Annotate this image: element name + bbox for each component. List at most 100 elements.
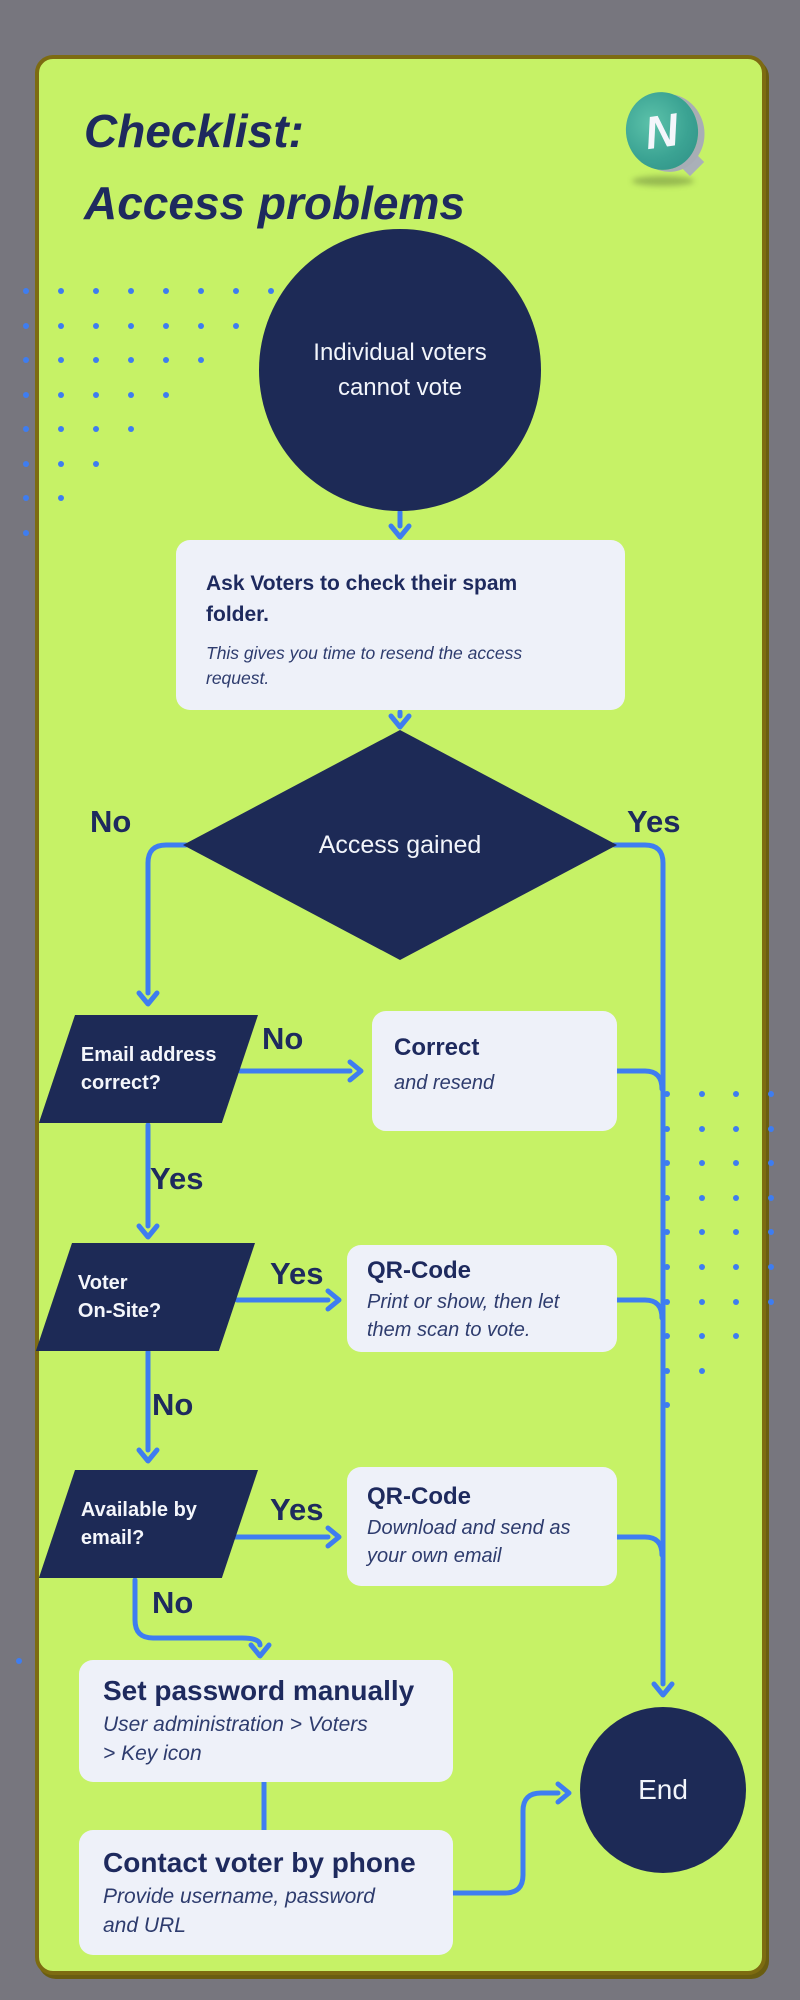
dot-pattern-right bbox=[698, 1091, 705, 1097]
start-node: Individual voters cannot vote bbox=[259, 229, 541, 511]
contact-voter-box: Contact voter by phone Provide username,… bbox=[79, 1830, 453, 1955]
dot-pattern-right bbox=[664, 1298, 670, 1305]
dot-pattern-right bbox=[698, 1264, 705, 1270]
set-password-subtitle: User administration > Voters > Key icon bbox=[103, 1713, 368, 1765]
dot-pattern-left bbox=[58, 288, 64, 294]
logo-shadow bbox=[632, 176, 694, 186]
dot-pattern-right bbox=[733, 1298, 740, 1305]
contact-voter-title: Contact voter by phone bbox=[103, 1847, 416, 1878]
dot-pattern-left bbox=[23, 288, 29, 294]
qr-code-onsite-title: QR-Code bbox=[367, 1257, 471, 1284]
dot-pattern-left bbox=[93, 460, 99, 467]
dot-pattern-right bbox=[664, 1160, 670, 1167]
dot-pattern-left bbox=[23, 495, 29, 501]
correct-resend-box: Correct and resend bbox=[372, 1011, 617, 1131]
dot-pattern-left bbox=[128, 391, 134, 398]
dot-pattern-right bbox=[664, 1194, 670, 1201]
dot-pattern-left bbox=[23, 460, 29, 467]
email-correct-yes-label: Yes bbox=[150, 1161, 204, 1196]
dot-pattern-left bbox=[128, 322, 134, 329]
brand-logo-icon: N bbox=[619, 86, 708, 188]
qr-code-email-box: QR-Code Download and send as your own em… bbox=[347, 1467, 617, 1586]
dot-pattern-left bbox=[233, 288, 239, 294]
dot-pattern-left bbox=[58, 460, 64, 467]
dot-pattern-left bbox=[163, 288, 169, 294]
dot-pattern-right bbox=[664, 1333, 670, 1340]
dot-pattern-left bbox=[198, 322, 204, 329]
available-email-yes-label: Yes bbox=[270, 1492, 324, 1527]
dot-pattern-left bbox=[93, 322, 99, 329]
dot-pattern-left bbox=[58, 426, 64, 432]
dot-pattern-left bbox=[233, 322, 239, 329]
decision-voter-onsite-label: Voter On-Site? bbox=[77, 1272, 162, 1322]
access-gained-no-label: No bbox=[90, 804, 132, 839]
dot-pattern-right bbox=[767, 1125, 774, 1132]
dot-pattern-left bbox=[23, 426, 29, 432]
dot-pattern-right bbox=[698, 1160, 705, 1167]
spam-folder-box: Ask Voters to check their spam folder. T… bbox=[176, 540, 625, 710]
dot-pattern-left bbox=[268, 288, 274, 294]
contact-voter-subtitle: Provide username, password and URL bbox=[103, 1885, 375, 1937]
spam-folder-title: Ask Voters to check their spam folder. bbox=[206, 572, 518, 626]
dot-pattern-right bbox=[733, 1194, 740, 1201]
dot-pattern-right bbox=[733, 1264, 740, 1270]
dot-pattern-right bbox=[698, 1298, 705, 1305]
decision-access-gained-label: Access gained bbox=[318, 830, 482, 859]
voter-onsite-no-label: No bbox=[152, 1387, 194, 1422]
dot-pattern-left bbox=[163, 322, 169, 329]
dot-pattern-right bbox=[767, 1298, 774, 1305]
end-node: End bbox=[580, 1707, 746, 1873]
dot-pattern-right bbox=[664, 1125, 670, 1132]
decision-email-correct: Email address correct? bbox=[38, 1015, 258, 1123]
page-title: Checklist: Access problems bbox=[84, 105, 465, 229]
dot-pattern-left bbox=[163, 357, 169, 363]
dot-pattern-left bbox=[23, 529, 29, 536]
dot-pattern-right bbox=[664, 1264, 670, 1270]
dot-pattern-left bbox=[58, 357, 64, 363]
logo-letter: N bbox=[641, 102, 683, 160]
dot-pattern-right bbox=[664, 1091, 670, 1097]
set-password-box: Set password manually User administratio… bbox=[79, 1660, 453, 1782]
correct-resend-title: Correct bbox=[394, 1034, 480, 1061]
dot-pattern-left bbox=[198, 288, 204, 294]
dot-pattern-right bbox=[733, 1091, 740, 1097]
dot-pattern-left bbox=[128, 288, 134, 294]
dot-pattern-left bbox=[58, 322, 64, 329]
dot-pattern-right bbox=[767, 1091, 774, 1097]
dot-pattern-left bbox=[23, 322, 29, 329]
dot-pattern-right bbox=[698, 1194, 705, 1201]
dot-pattern-right bbox=[698, 1125, 705, 1132]
dot-pattern-left bbox=[163, 391, 169, 398]
spam-folder-subtitle: This gives you time to resend the access… bbox=[206, 643, 523, 688]
available-email-no-label: No bbox=[152, 1585, 194, 1620]
dot-pattern-right bbox=[767, 1160, 774, 1167]
dot-pattern-left bbox=[23, 391, 29, 398]
dot-single-left bbox=[16, 1658, 22, 1664]
access-gained-yes-label: Yes bbox=[627, 804, 681, 839]
dot-pattern-left bbox=[23, 357, 29, 363]
dot-pattern-right bbox=[664, 1367, 670, 1374]
qr-code-email-subtitle: Download and send as your own email bbox=[367, 1517, 571, 1567]
dot-pattern-left bbox=[93, 357, 99, 363]
dot-pattern-right bbox=[664, 1402, 670, 1409]
qr-code-onsite-subtitle: Print or show, then let them scan to vot… bbox=[367, 1291, 560, 1341]
dot-pattern-right bbox=[767, 1264, 774, 1270]
dot-pattern-right bbox=[733, 1229, 740, 1236]
dot-pattern-left bbox=[128, 426, 134, 432]
dot-pattern-left bbox=[58, 391, 64, 398]
dot-pattern-right bbox=[698, 1367, 705, 1374]
decision-email-correct-label: Email address correct? bbox=[80, 1044, 217, 1094]
dot-pattern-left bbox=[58, 495, 64, 501]
voter-onsite-yes-label: Yes bbox=[270, 1256, 324, 1291]
dot-pattern-right bbox=[664, 1229, 670, 1236]
dot-pattern-right bbox=[767, 1194, 774, 1201]
dot-pattern-left bbox=[93, 391, 99, 398]
decision-voter-onsite: Voter On-Site? bbox=[35, 1243, 255, 1351]
qr-code-email-title: QR-Code bbox=[367, 1483, 471, 1510]
decision-available-email: Available by email? bbox=[38, 1470, 258, 1578]
dot-pattern-left bbox=[93, 288, 99, 294]
dot-pattern-right bbox=[767, 1229, 774, 1236]
dot-pattern-left bbox=[128, 357, 134, 363]
dot-pattern-right bbox=[698, 1333, 705, 1340]
